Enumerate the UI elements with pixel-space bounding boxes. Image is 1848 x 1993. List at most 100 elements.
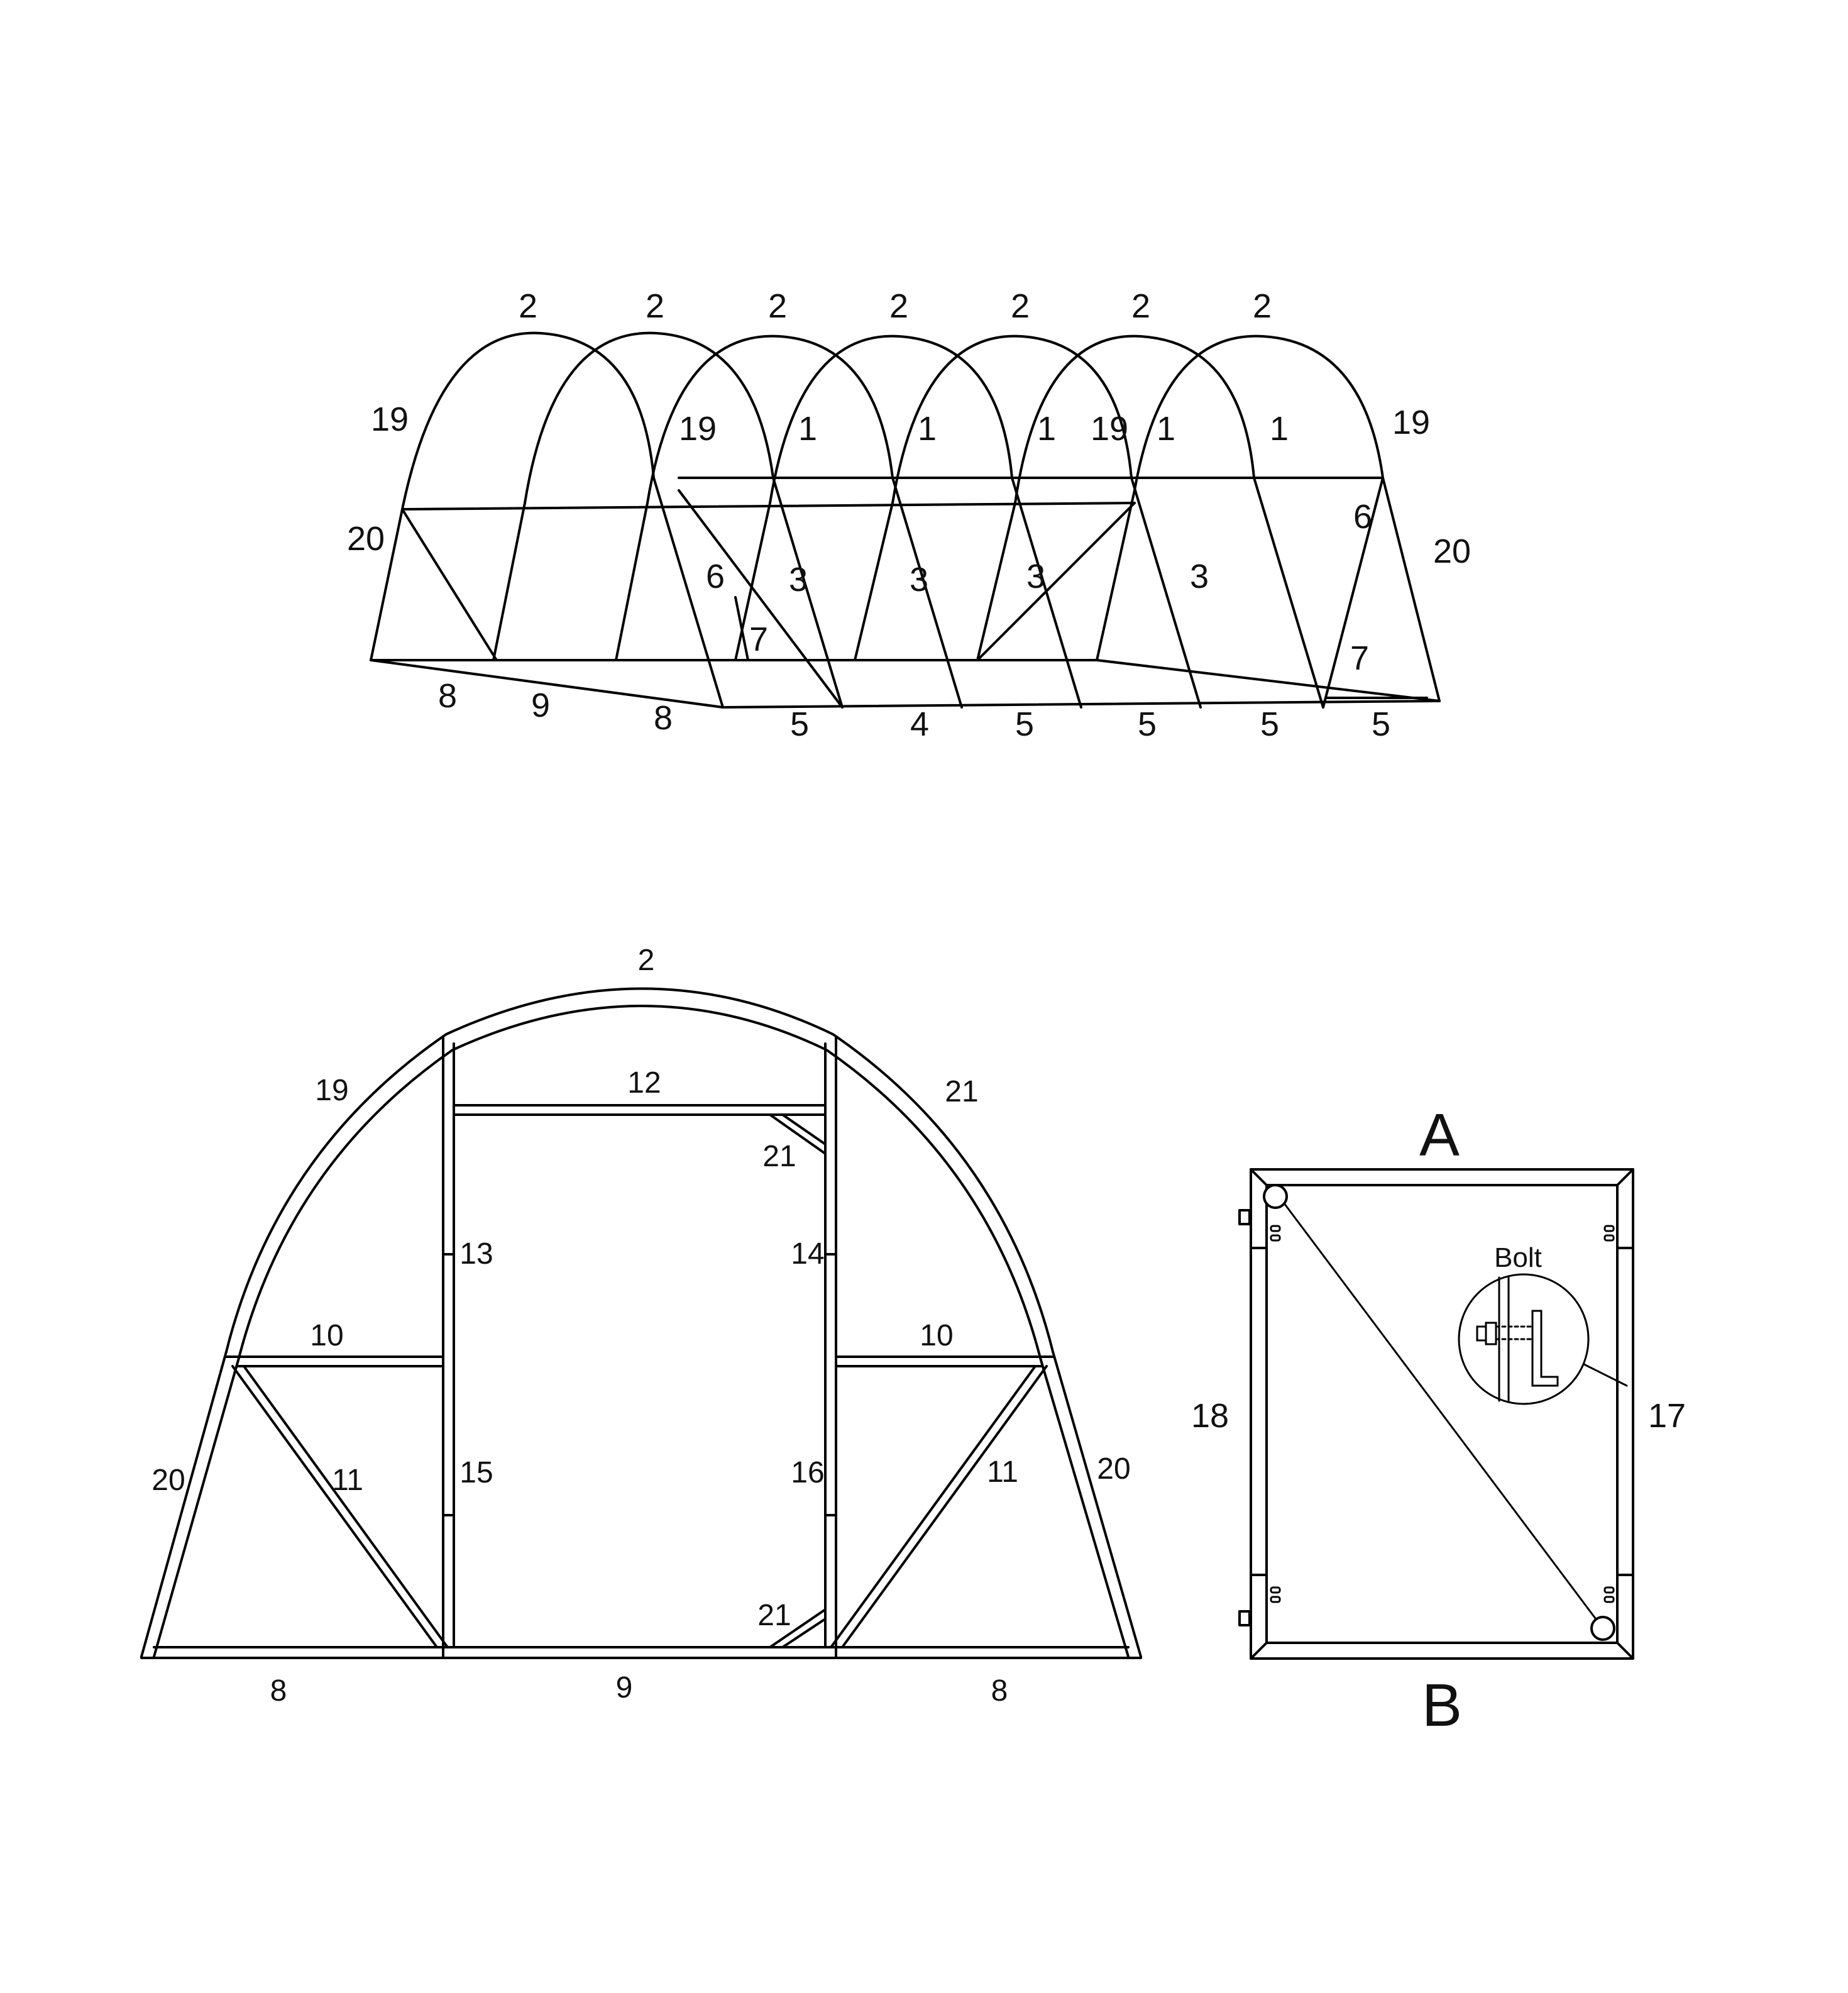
- label-part-7: 7: [1350, 639, 1369, 677]
- label-part-13: 13: [459, 1237, 493, 1271]
- brace-back-right: [976, 502, 1136, 661]
- label-part-12: 12: [627, 1066, 661, 1100]
- label-part-19: 19: [1392, 404, 1430, 441]
- brace-right-a: [841, 1365, 1048, 1648]
- leg-front-6: [1253, 477, 1324, 709]
- hoop-back-3: [646, 334, 894, 504]
- label-part-5: 5: [1138, 705, 1157, 743]
- brace-right-b: [830, 1365, 1037, 1648]
- side-bar-back: [401, 502, 1136, 511]
- label-part-21: 21: [757, 1599, 791, 1632]
- leg-back-1: [370, 508, 404, 661]
- label-part-15: 15: [459, 1456, 493, 1489]
- label-part-6: 6: [706, 558, 725, 595]
- label-part-20: 20: [1097, 1452, 1130, 1486]
- door-detail: A B 18 17 Bolt: [1191, 1101, 1686, 1739]
- label-part-2: 2: [889, 287, 908, 325]
- bolt-callout-leader: [1583, 1363, 1628, 1387]
- label-part-8: 8: [991, 1674, 1008, 1708]
- label-part-3: 3: [1190, 558, 1209, 595]
- label-part-1: 1: [1157, 410, 1175, 448]
- door-label-bottom: B: [1422, 1672, 1462, 1739]
- label-part-2: 2: [519, 287, 537, 325]
- label-part-19: 19: [679, 410, 717, 448]
- brace-left-b: [243, 1365, 449, 1648]
- label-part-21: 21: [945, 1075, 978, 1108]
- leg-back-5: [854, 502, 894, 661]
- label-part-10: 10: [920, 1319, 953, 1352]
- hinge-tab-top: [1238, 1209, 1251, 1225]
- label-part-19: 19: [315, 1074, 348, 1107]
- hoop-back-7: [1133, 334, 1384, 492]
- hoop-back-2: [524, 331, 774, 504]
- bolt-label: Bolt: [1494, 1242, 1542, 1273]
- door-label-left: 18: [1191, 1397, 1229, 1435]
- label-part-2: 2: [1253, 287, 1272, 325]
- label-part-5: 5: [1372, 705, 1390, 743]
- mitre-tr: [1616, 1168, 1634, 1186]
- leg-back-2: [492, 502, 526, 661]
- perspective-frame: [370, 331, 1441, 709]
- front-view: 2 19 21 12 21 13 14 10 10 20 20 11 11 15…: [140, 944, 1142, 1708]
- corner-eyelet-bottom: [1590, 1616, 1615, 1641]
- mitre-bl: [1250, 1642, 1268, 1660]
- base-rail-back: [370, 659, 1441, 702]
- label-part-3: 3: [910, 561, 928, 599]
- label-part-1: 1: [918, 410, 937, 448]
- leg-back-7: [1096, 489, 1136, 661]
- label-part-19: 19: [1091, 410, 1128, 448]
- label-part-16: 16: [791, 1456, 824, 1489]
- brace-end: [1322, 477, 1384, 709]
- label-part-10: 10: [310, 1319, 343, 1352]
- door-frame-inner: [1265, 1184, 1619, 1644]
- leg-back-4: [734, 502, 771, 661]
- door-brace-bottom-a: [769, 1608, 827, 1648]
- bolt-callout: [1458, 1273, 1628, 1405]
- hoop-back-1: [401, 331, 655, 511]
- brace-short-1: [734, 596, 749, 661]
- leg-front-3: [891, 477, 963, 709]
- door-frame-outer: [1250, 1168, 1634, 1660]
- bolt-callout-circle: [1458, 1273, 1590, 1405]
- mitre-br: [1616, 1642, 1634, 1660]
- front-arch-outer: [140, 987, 1142, 1658]
- perspective-view: 2 2 2 2 2 2 2 19 19 19 19 1 1 1 1 1 20 2…: [347, 287, 1471, 743]
- base-rail-front: [370, 659, 1441, 709]
- hinge-tab-bottom: [1238, 1610, 1251, 1626]
- label-part-3: 3: [1026, 558, 1045, 595]
- front-arch-inner: [153, 1005, 1130, 1658]
- label-part-8: 8: [654, 699, 673, 737]
- label-part-3: 3: [789, 561, 808, 599]
- door-brace-top-b: [781, 1113, 827, 1146]
- front-frame: [140, 987, 1142, 1659]
- front-labels: 2 19 21 12 21 13 14 10 10 20 20 11 11 15…: [151, 944, 1130, 1708]
- hoop-back-6: [1014, 334, 1255, 504]
- door-label-right: 17: [1648, 1397, 1686, 1435]
- perspective-labels: 2 2 2 2 2 2 2 19 19 19 19 1 1 1 1 1 20 2…: [347, 287, 1471, 743]
- label-part-21: 21: [762, 1140, 796, 1173]
- leg-front-7: [1382, 477, 1441, 702]
- label-part-11: 11: [332, 1464, 363, 1497]
- label-part-1: 1: [798, 410, 817, 448]
- label-part-2: 2: [646, 287, 664, 325]
- brace-middle: [678, 489, 844, 709]
- label-part-9: 9: [616, 1671, 633, 1704]
- label-part-8: 8: [438, 677, 457, 715]
- leg-back-3: [615, 502, 649, 661]
- label-part-2: 2: [1011, 287, 1030, 325]
- label-part-7: 7: [749, 621, 768, 658]
- label-part-2: 2: [638, 944, 655, 977]
- leg-front-1: [652, 477, 724, 709]
- label-part-2: 2: [768, 287, 787, 325]
- label-part-2: 2: [1131, 287, 1150, 325]
- label-part-5: 5: [1015, 705, 1034, 743]
- door-brace-top-a: [769, 1113, 827, 1155]
- label-part-5: 5: [1260, 705, 1279, 743]
- label-part-9: 9: [531, 687, 550, 724]
- label-part-20: 20: [151, 1464, 185, 1497]
- label-part-20: 20: [1433, 533, 1471, 570]
- label-part-4: 4: [910, 705, 929, 743]
- door-label-top: A: [1419, 1101, 1460, 1169]
- leg-front-5: [1130, 477, 1202, 709]
